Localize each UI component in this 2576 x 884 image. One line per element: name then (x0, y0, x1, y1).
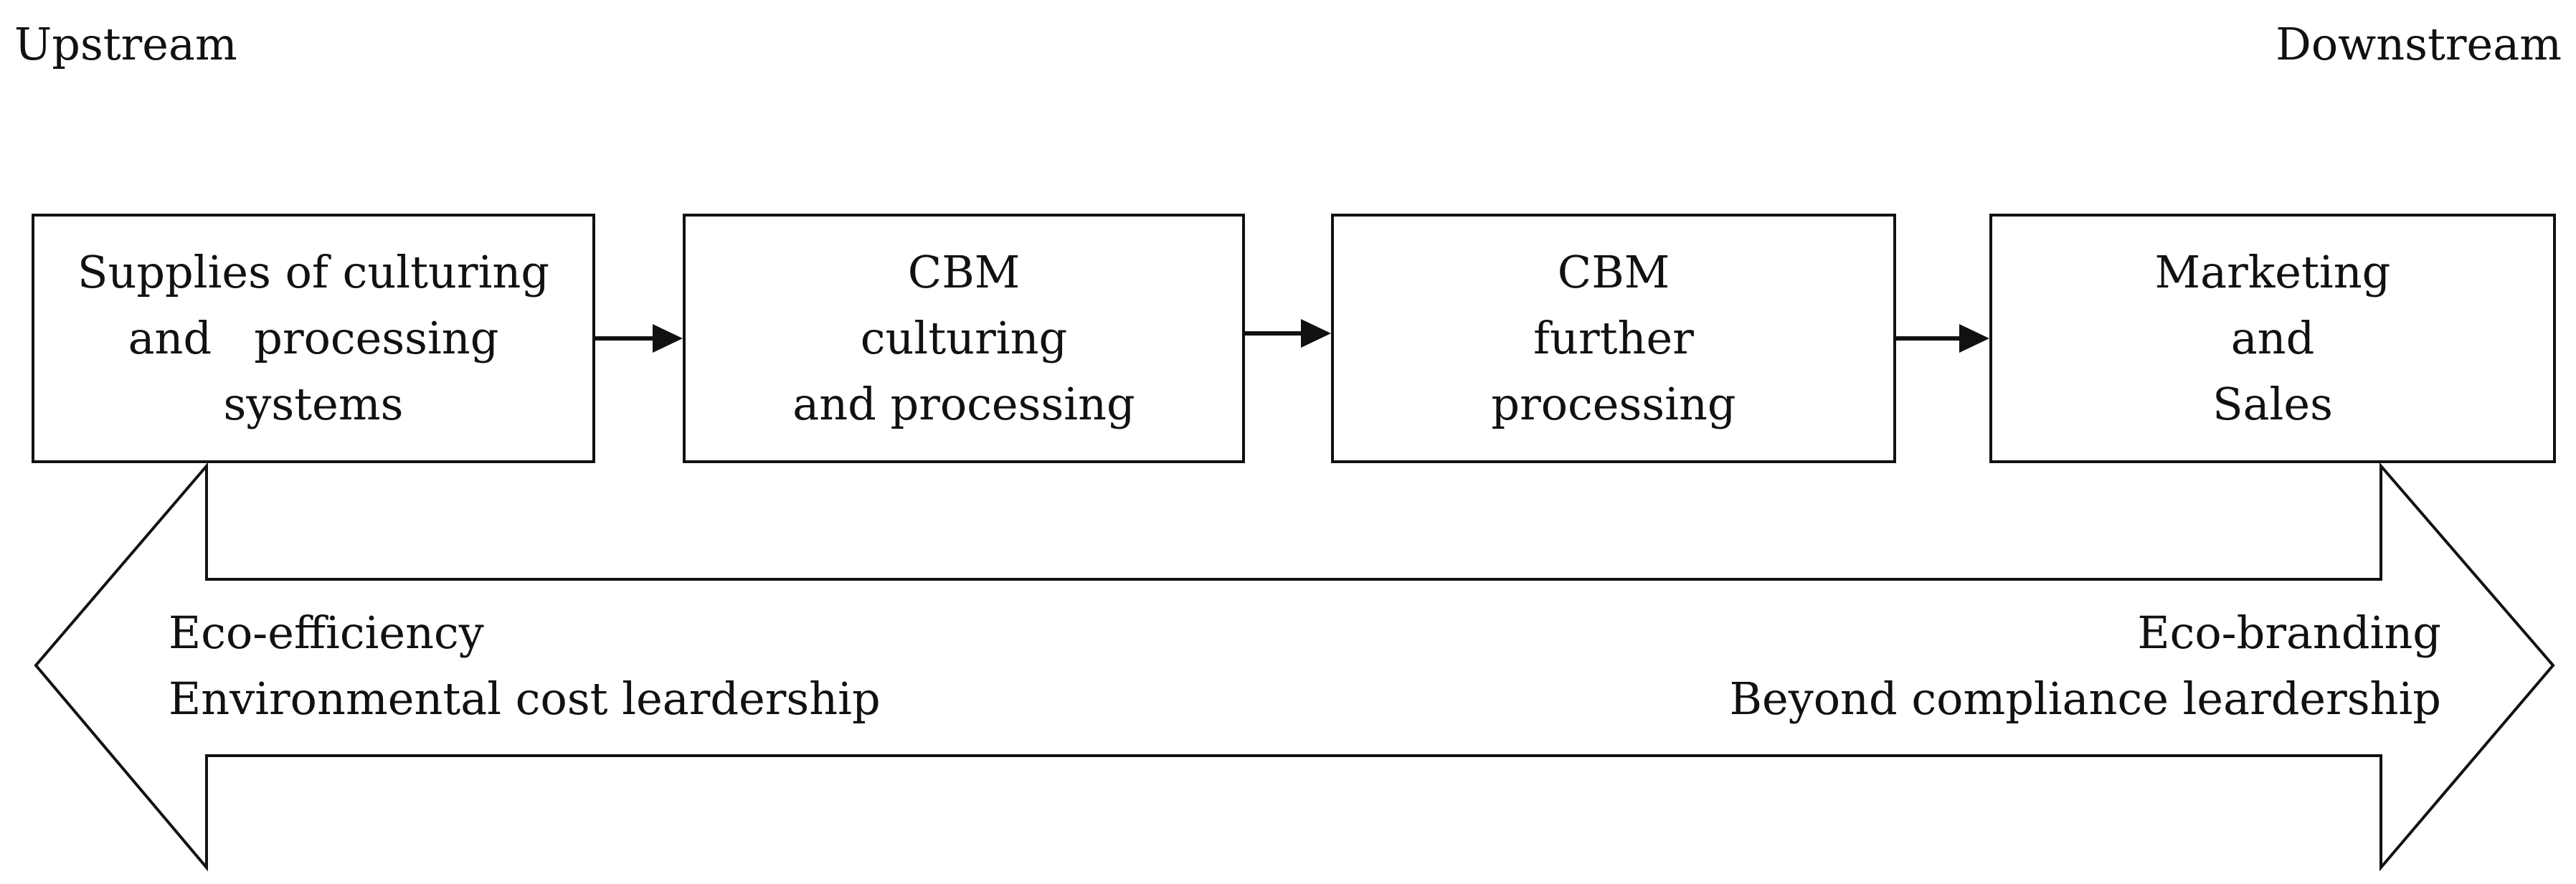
stage-4-line-2: and (2230, 312, 2315, 364)
upstream-label: Upstream (14, 18, 237, 70)
downstream-label: Downstream (2276, 18, 2562, 70)
stage-1-line-3: systems (223, 378, 404, 430)
connector-arrow-1 (595, 324, 683, 353)
environmental-cost-label: Environmental cost leardership (169, 672, 881, 725)
stage-4-line-1: Marketing (2154, 246, 2391, 298)
eco-branding-label: Eco-branding (2137, 607, 2441, 659)
stage-box-supplies: Supplies of culturing and processing sys… (32, 214, 595, 463)
beyond-compliance-label: Beyond compliance leardership (1729, 672, 2441, 725)
stage-3-line-1: CBM (1557, 246, 1670, 298)
stage-1-line-1: Supplies of culturing (77, 246, 550, 298)
stage-3-line-2: further (1533, 312, 1694, 364)
stage-2-line-3: and processing (792, 378, 1135, 430)
eco-efficiency-label: Eco-efficiency (169, 607, 484, 659)
connector-arrow-3 (1896, 324, 1989, 353)
double-headed-arrow (34, 462, 2555, 872)
stage-box-marketing: Marketing and Sales (1989, 214, 2556, 463)
stage-box-culturing: CBM culturing and processing (683, 214, 1245, 463)
connector-arrow-2 (1245, 319, 1331, 348)
stage-box-further-processing: CBM further processing (1331, 214, 1896, 463)
stage-1-line-2: and processing (128, 312, 499, 364)
stage-4-line-3: Sales (2212, 378, 2333, 430)
stage-2-line-1: CBM (907, 246, 1021, 298)
stage-3-line-3: processing (1491, 378, 1736, 430)
stage-2-line-2: culturing (860, 312, 1068, 364)
